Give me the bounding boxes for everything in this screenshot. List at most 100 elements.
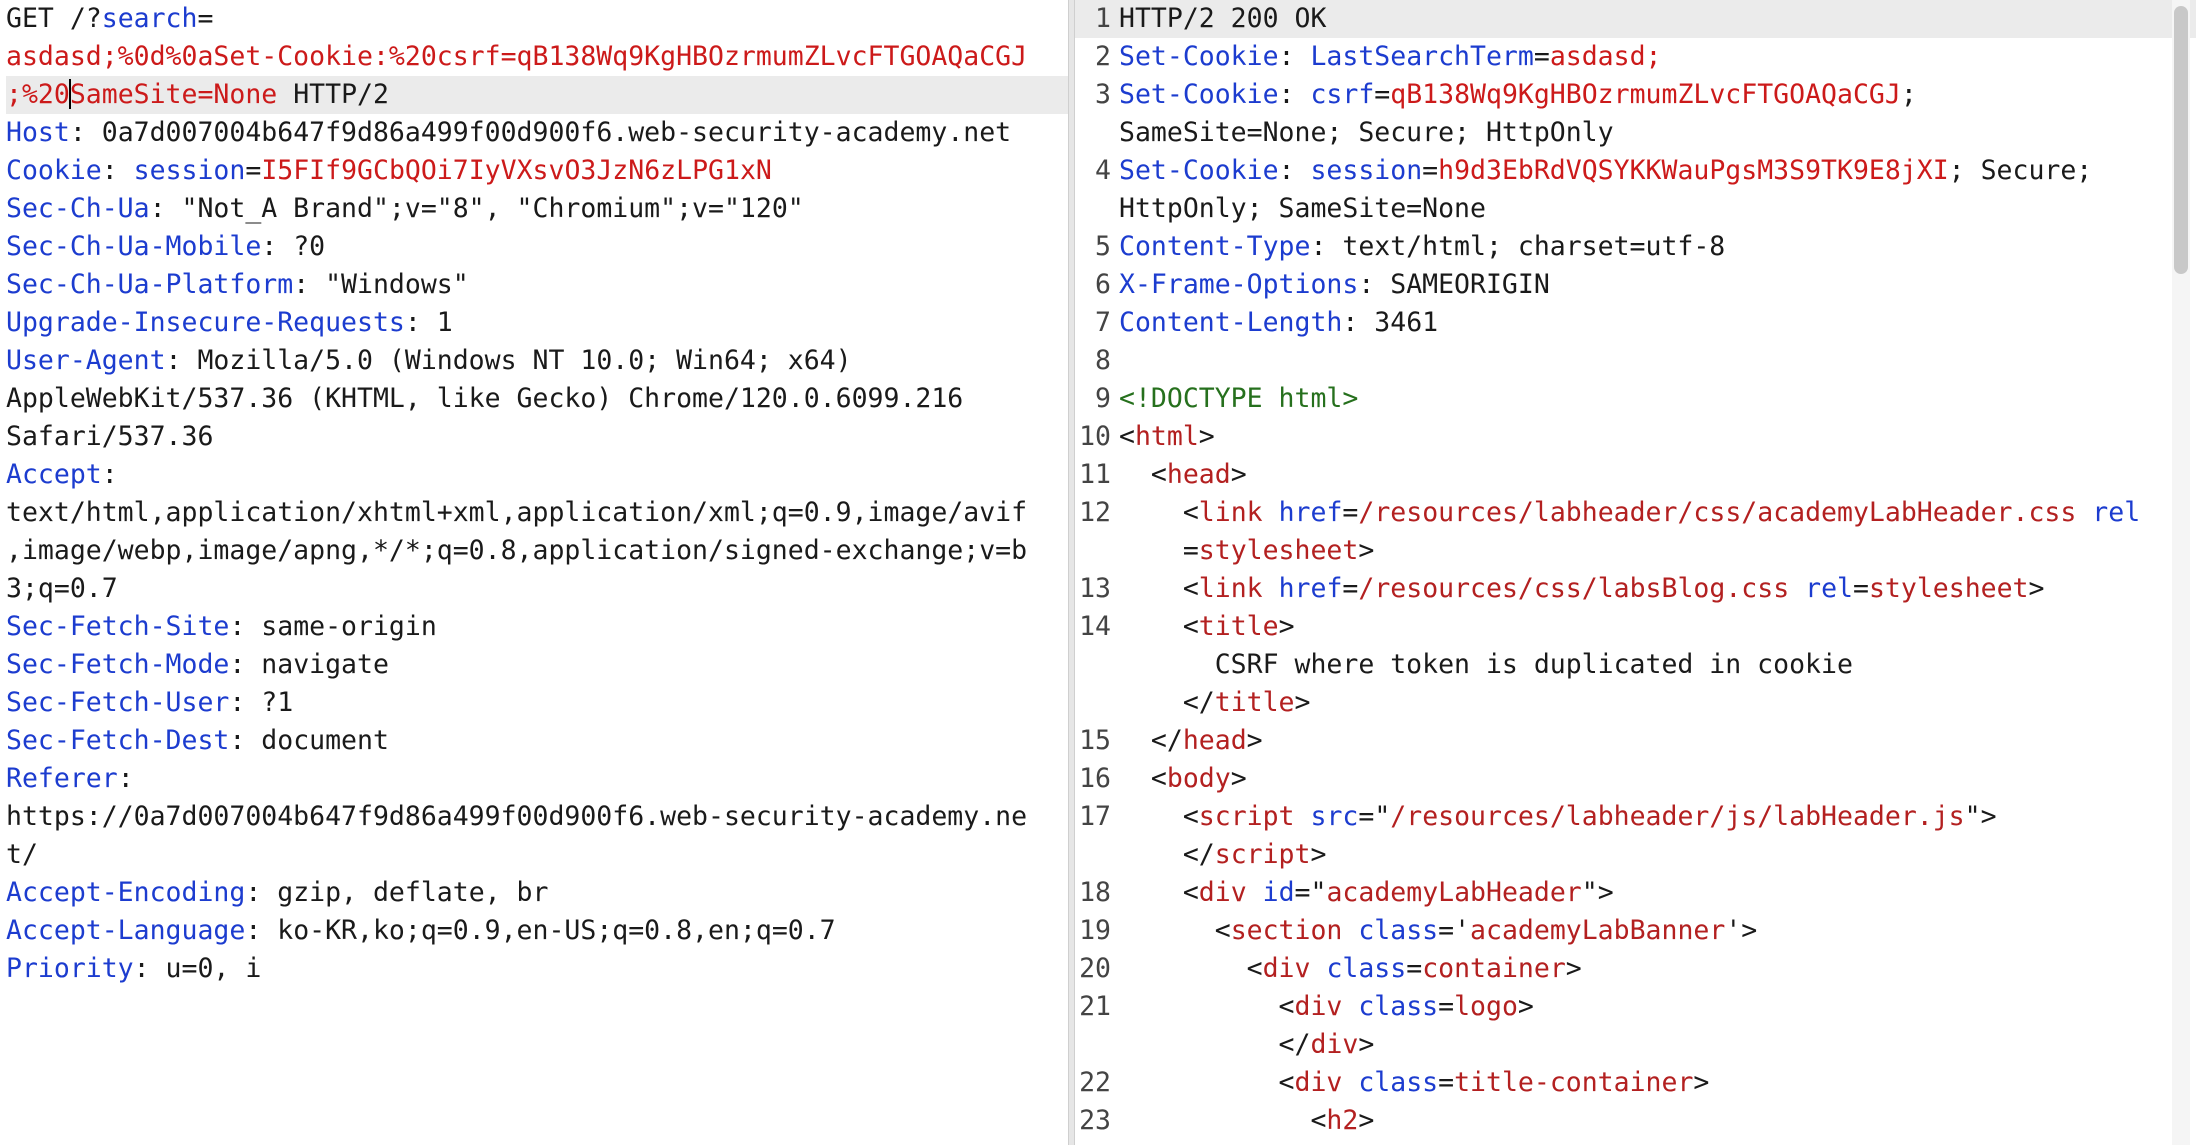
request-line[interactable]: Accept: [6,456,1068,494]
code-token: stylesheet [1868,573,2029,604]
code-token: User-Agent [6,345,166,376]
code-token: = [245,155,262,186]
code-token: < [1119,611,1199,642]
code-token: = [1422,155,1439,186]
code-token: session [1310,155,1423,186]
response-line: 20 <div class=container> [1075,950,2196,988]
request-line[interactable]: Accept-Language: ko-KR,ko;q=0.9,en-US;q=… [6,912,1068,950]
response-line-text: <div class=container> [1119,950,2196,988]
request-line[interactable]: 3;q=0.7 [6,570,1068,608]
code-token: = [1853,573,1869,604]
response-scrollbar-thumb[interactable] [2174,6,2188,274]
request-line[interactable]: Sec-Ch-Ua-Platform: "Windows" [6,266,1068,304]
response-line-text: <html> [1119,418,2196,456]
code-token: : [1278,79,1311,110]
code-token: Set-Cookie [1119,155,1279,186]
request-line-text: asdasd;%0d%0aSet-Cookie:%20csrf=qB138Wq9… [6,38,1068,76]
request-line[interactable]: t/ [6,836,1068,874]
request-line-text: Accept-Language: ko-KR,ko;q=0.9,en-US;q=… [6,912,1068,950]
response-line-text: SameSite=None; Secure; HttpOnly [1119,114,2196,152]
request-line[interactable]: https://0a7d007004b647f9d86a499f00d900f6… [6,798,1068,836]
code-token: ,image/webp,image/apng,*/*;q=0.8,applica… [6,535,1028,566]
response-line-text: Set-Cookie: session=h9d3EbRdVQSYKKWauPgs… [1119,152,2196,190]
request-line[interactable]: Sec-Fetch-Mode: navigate [6,646,1068,684]
response-line-text: Set-Cookie: csrf=qB138Wq9KgHBOzrmumZLvcF… [1119,76,2196,114]
code-token: h9d3EbRdVQSYKKWauPgsM3S9TK9E8jXI [1438,155,1949,186]
code-token: href [1278,497,1343,528]
line-number: 16 [1079,763,1111,794]
request-line[interactable]: Priority: u=0, i [6,950,1068,988]
request-line[interactable]: Host: 0a7d007004b647f9d86a499f00d900f6.w… [6,114,1068,152]
code-token: > [2028,573,2045,604]
line-number: 5 [1095,231,1111,262]
response-line: 18 <div id="academyLabHeader"> [1075,874,2196,912]
code-token: Priority [6,953,134,984]
code-token: : text/html; charset=utf-8 [1310,231,1726,262]
code-token: body [1166,763,1231,794]
response-scrollbar-track[interactable] [2172,0,2190,1145]
code-token: </ [1119,1029,1311,1060]
code-token: Sec-Fetch-Dest [6,725,230,756]
code-token: = [1438,1067,1455,1098]
response-line: 8 [1075,342,2196,380]
response-line: </script> [1075,836,2196,874]
request-line[interactable]: Safari/537.36 [6,418,1068,456]
response-line-text: <div class=logo> [1119,988,2196,1026]
request-line[interactable]: ;%20SameSite=None HTTP/2 [6,76,1068,114]
pane-divider[interactable] [1068,0,1075,1145]
code-token: < [1119,1067,1295,1098]
request-line[interactable]: AppleWebKit/537.36 (KHTML, like Gecko) C… [6,380,1068,418]
response-line: 17 <script src="/resources/labheader/js/… [1075,798,2196,836]
code-token: AppleWebKit/537.36 (KHTML, like Gecko) C… [6,383,964,414]
request-line[interactable]: Upgrade-Insecure-Requests: 1 [6,304,1068,342]
code-token: > [1246,725,1263,756]
response-line: 22 <div class=title-container> [1075,1064,2196,1102]
code-token [1295,801,1311,832]
code-token: https://0a7d007004b647f9d86a499f00d900f6… [6,801,1028,832]
response-line-text: <link href=/resources/css/labsBlog.css r… [1119,570,2196,608]
request-line-text: Cookie: session=I5FIf9GCbQOi7IyVXsvO3JzN… [6,152,1068,190]
code-token: SameSite=None [69,79,278,110]
code-token: <!DOCTYPE html> [1119,383,1359,414]
code-token: Referer [6,763,118,794]
request-line[interactable]: ,image/webp,image/apng,*/*;q=0.8,applica… [6,532,1068,570]
code-token: = [1438,991,1455,1022]
code-token: rel [2092,497,2141,528]
code-token: : 0a7d007004b647f9d86a499f00d900f6.web-s… [69,117,1012,148]
code-token: > [1294,687,1311,718]
code-token: : ?1 [229,687,294,718]
request-line[interactable]: Accept-Encoding: gzip, deflate, br [6,874,1068,912]
code-token [1247,877,1263,908]
code-token: = [1533,41,1550,72]
request-line[interactable]: Sec-Ch-Ua-Mobile: ?0 [6,228,1068,266]
request-line[interactable]: User-Agent: Mozilla/5.0 (Windows NT 10.0… [6,342,1068,380]
request-line[interactable]: asdasd;%0d%0aSet-Cookie:%20csrf=qB138Wq9… [6,38,1068,76]
code-token [1263,573,1279,604]
request-line[interactable]: Cookie: session=I5FIf9GCbQOi7IyVXsvO3JzN… [6,152,1068,190]
code-token: < [1119,877,1199,908]
code-token: < [1119,801,1199,832]
code-token: script [1198,801,1295,832]
line-number: 11 [1079,459,1111,490]
request-line[interactable]: Sec-Fetch-Dest: document [6,722,1068,760]
code-token: < [1119,573,1199,604]
request-line[interactable]: Referer: [6,760,1068,798]
response-line: CSRF where token is duplicated in cookie [1075,646,2196,684]
request-line[interactable]: GET /?search= [6,0,1068,38]
request-line[interactable]: Sec-Ch-Ua: "Not_A Brand";v="8", "Chromiu… [6,190,1068,228]
code-token: Sec-Ch-Ua-Platform [6,269,294,300]
line-number [1075,684,1119,722]
request-line[interactable]: Sec-Fetch-Site: same-origin [6,608,1068,646]
response-line-text [1119,342,2196,380]
code-token: Set-Cookie [1119,79,1279,110]
line-number: 4 [1095,155,1111,186]
request-line[interactable]: text/html,application/xhtml+xml,applicat… [6,494,1068,532]
code-token: = [1374,79,1391,110]
response-line: 19 <section class='academyLabBanner'> [1075,912,2196,950]
request-editor[interactable]: GET /?search=asdasd;%0d%0aSet-Cookie:%20… [0,0,1068,1145]
request-line[interactable]: Sec-Fetch-User: ?1 [6,684,1068,722]
code-token: /resources/labheader/js/labHeader.js [1390,801,1965,832]
request-text[interactable]: GET /?search=asdasd;%0d%0aSet-Cookie:%20… [0,0,1068,988]
code-token [1310,953,1326,984]
